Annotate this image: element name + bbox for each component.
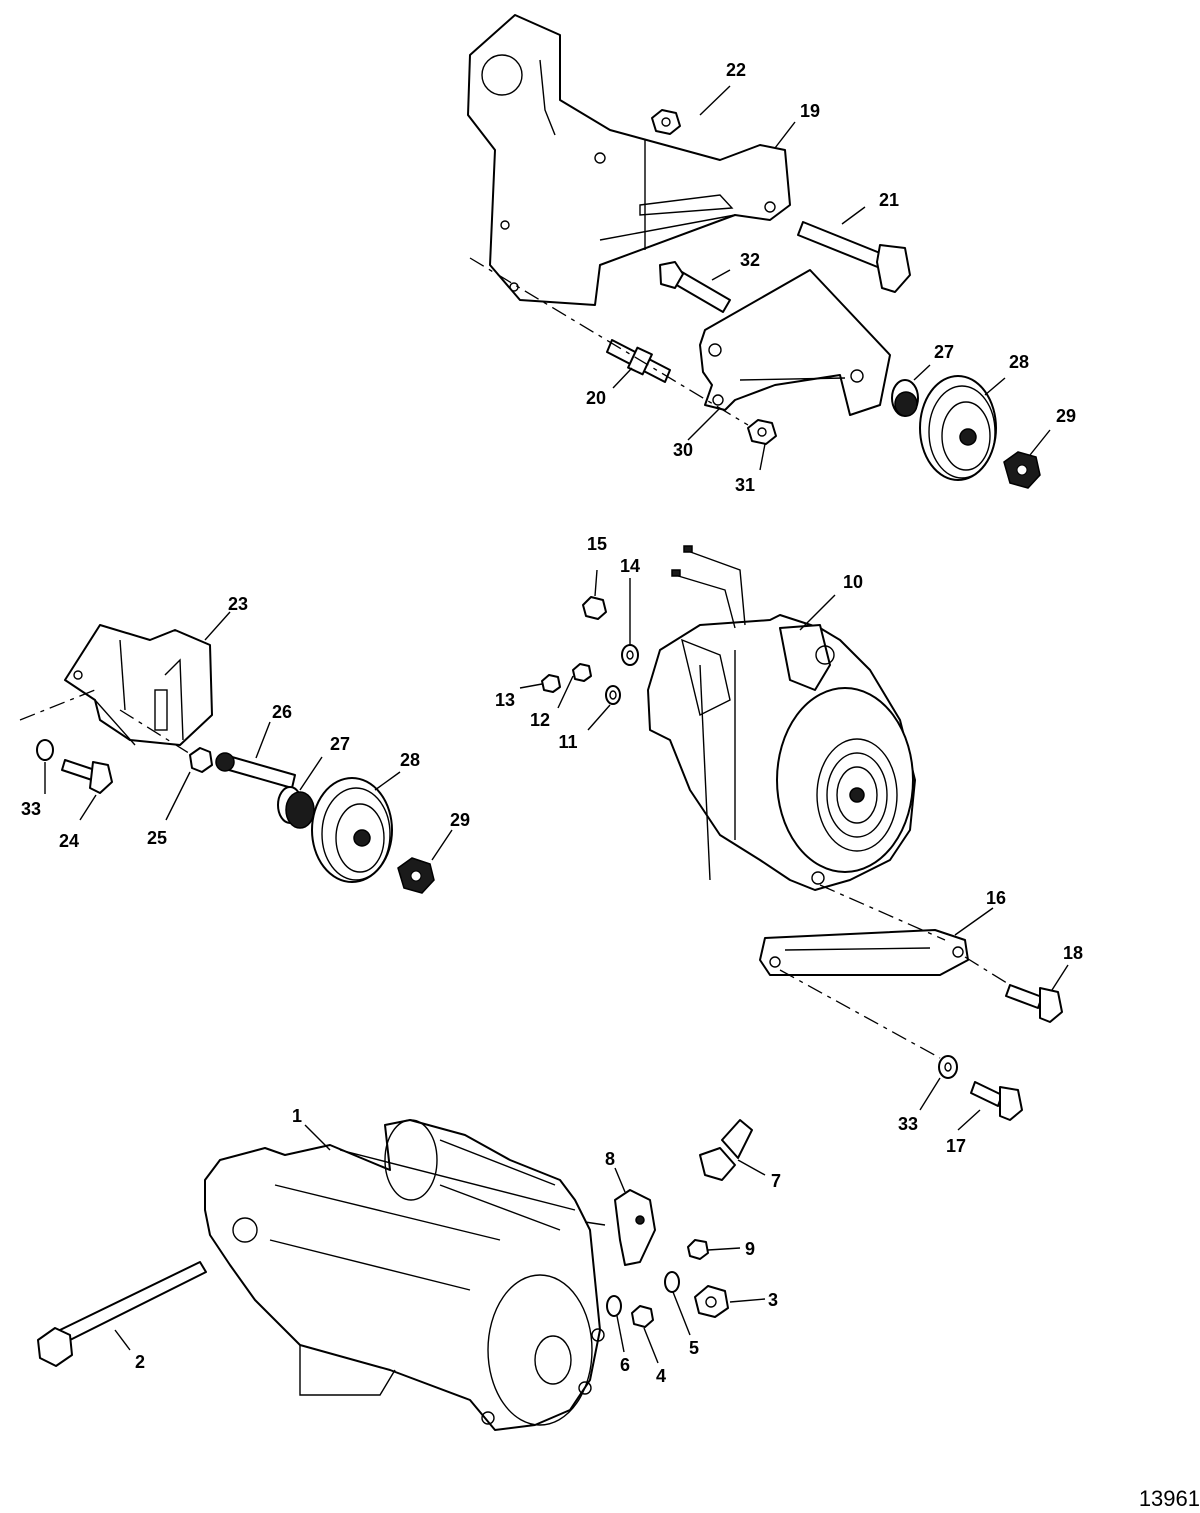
- figure-number: 13961: [1139, 1486, 1200, 1511]
- callout-29-mid: 29: [450, 810, 470, 830]
- centerline-16b: [964, 956, 1011, 986]
- callout-1: 1: [292, 1106, 302, 1126]
- nut-25: [189, 747, 213, 773]
- pulley-28-mid: [311, 777, 393, 883]
- centerline-top: [469, 257, 749, 426]
- callout-20: 20: [586, 388, 606, 408]
- centerline-16c: [779, 969, 941, 1059]
- bolt-2: [37, 1261, 207, 1367]
- bolt-17: [970, 1081, 1023, 1121]
- spacer-27-mid: [277, 786, 315, 829]
- bolt-32: [659, 261, 731, 313]
- callout-28-top: 28: [1009, 352, 1029, 372]
- stud-26: [215, 752, 296, 789]
- callout-19: 19: [800, 101, 820, 121]
- mounting-bracket-19: [467, 14, 791, 306]
- callout-25: 25: [147, 828, 167, 848]
- alternator-10: [647, 545, 916, 891]
- callout-13: 13: [495, 690, 515, 710]
- centerline-16a: [819, 884, 946, 941]
- bolt-24: [61, 759, 113, 794]
- stud-20: [606, 339, 671, 383]
- callout-14: 14: [620, 556, 640, 576]
- spacer-27-top: [891, 379, 919, 417]
- nut-9: [687, 1239, 709, 1260]
- callout-27-mid: 27: [330, 734, 350, 754]
- washer-11: [605, 685, 621, 705]
- callout-18: 18: [1063, 943, 1083, 963]
- washer-5: [664, 1271, 680, 1293]
- nut-4: [631, 1305, 654, 1328]
- callout-16: 16: [986, 888, 1006, 908]
- terminal-boot-7: [699, 1119, 753, 1181]
- nut-22: [651, 109, 681, 135]
- callout-29-top: 29: [1056, 406, 1076, 426]
- bracket-23: [64, 624, 213, 746]
- starter-motor-1: [204, 1119, 606, 1431]
- callout-3: 3: [768, 1290, 778, 1310]
- bracket-8: [614, 1189, 656, 1266]
- callout-30: 30: [673, 440, 693, 460]
- callout-2: 2: [135, 1352, 145, 1372]
- nut-13: [541, 674, 561, 693]
- idler-bracket-30: [699, 269, 891, 416]
- callout-6: 6: [620, 1355, 630, 1375]
- callout-9: 9: [745, 1239, 755, 1259]
- callouts: 1 2 3 4 5 6 7 8 9 10 11 12 13 14 15 16 1…: [21, 60, 1083, 1386]
- callout-27-top: 27: [934, 342, 954, 362]
- nut-29-top: [1003, 451, 1041, 489]
- callout-33-left: 33: [21, 799, 41, 819]
- centerline-mid-left-a: [19, 689, 96, 721]
- nut-29-mid: [397, 857, 435, 894]
- brace-16: [759, 929, 969, 976]
- callout-7: 7: [771, 1171, 781, 1191]
- callout-24: 24: [59, 831, 79, 851]
- washer-33-right: [938, 1055, 958, 1079]
- callout-5: 5: [689, 1338, 699, 1358]
- leader-lines: [44, 85, 1069, 1364]
- bolt-18: [1005, 984, 1063, 1023]
- callout-8: 8: [605, 1149, 615, 1169]
- nut-3: [694, 1285, 729, 1318]
- callout-17: 17: [946, 1136, 966, 1156]
- washer-6: [606, 1295, 622, 1317]
- callout-23: 23: [228, 594, 248, 614]
- nut-12: [572, 663, 592, 682]
- callout-28-mid: 28: [400, 750, 420, 770]
- callout-33-right: 33: [898, 1114, 918, 1134]
- callout-12: 12: [530, 710, 550, 730]
- nut-15: [582, 596, 607, 620]
- centerline-mid-left-b: [119, 709, 201, 761]
- washer-33-left: [36, 739, 54, 761]
- nut-31: [747, 419, 777, 445]
- callout-11: 11: [558, 732, 577, 752]
- bolt-21: [797, 221, 911, 293]
- callout-4: 4: [656, 1366, 666, 1386]
- callout-10: 10: [843, 572, 863, 592]
- pulley-28-top: [919, 375, 997, 481]
- callout-26: 26: [272, 702, 292, 722]
- callout-21: 21: [879, 190, 899, 210]
- callout-32: 32: [740, 250, 760, 270]
- callout-15: 15: [587, 534, 607, 554]
- callout-31: 31: [735, 475, 755, 495]
- callout-22: 22: [726, 60, 746, 80]
- washer-14: [621, 644, 639, 666]
